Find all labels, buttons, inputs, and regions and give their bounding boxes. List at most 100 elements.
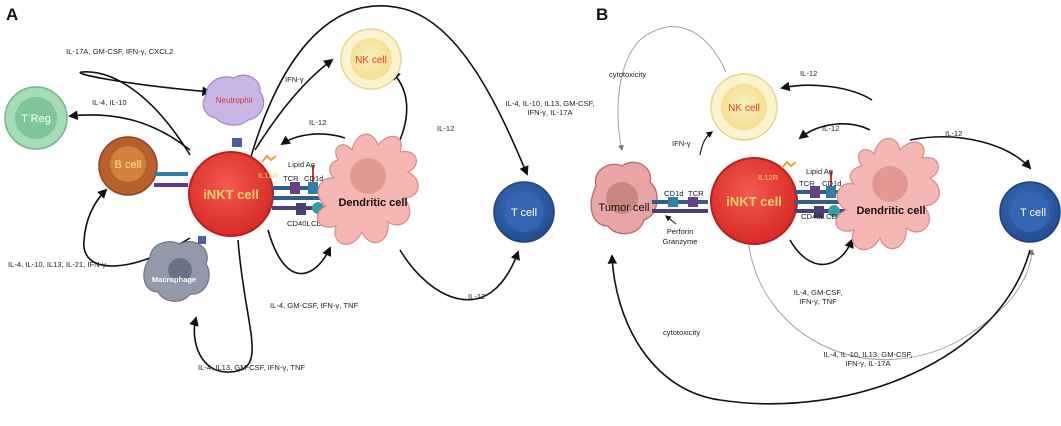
cd1d-label-a: CD1d <box>304 174 323 183</box>
cd1d-a <box>308 182 318 194</box>
nk-cell-b: NK cell <box>710 73 778 141</box>
cd40l-label-a: CD40L <box>287 219 311 228</box>
cd40-label-b: CD40 <box>826 212 845 221</box>
bcell-receptor <box>154 172 188 176</box>
tcell-il12-label-b: IL-12 <box>945 129 962 138</box>
il12r-label-a: IL12R <box>258 171 279 180</box>
tcell-label-b: T cell <box>1020 207 1046 219</box>
dc-label-b: Dendritic cell <box>856 205 925 217</box>
lipid-ag-label-a: Lipid Ag <box>288 160 315 169</box>
cytotoxicity-top-label: cytotoxicity <box>609 70 646 79</box>
bcell-label: B cell <box>115 159 142 171</box>
neutrophil-label: Neutrophil <box>216 96 253 105</box>
tcr-a <box>290 182 300 194</box>
arrow-dc-to-tcell-b <box>909 136 1032 170</box>
il12r-receptor-b <box>781 160 797 169</box>
arrow-to-neutrophil <box>79 71 212 156</box>
il12r-label-b: IL12R <box>758 173 779 182</box>
dc-tcell-il12-label: IL-12 <box>468 292 485 301</box>
tumor-cd1d-label: CD1d <box>664 189 683 198</box>
macrophage-cell: Macrophage <box>143 236 210 302</box>
arrow-dc-to-nk-b <box>780 81 873 101</box>
tcell-cytokines-label-1: IL-4, IL-10, IL13, GM-CSF, <box>505 99 594 108</box>
arrow-to-treg <box>68 110 191 151</box>
tumor-tcr <box>688 197 698 207</box>
cd1d-label-b: CD1d <box>822 179 841 188</box>
arrow-inkt-to-tcell-b <box>747 239 1035 361</box>
nk-il12-label: IL-12 <box>800 69 817 78</box>
inkt-label-a: iNKT cell <box>203 187 259 202</box>
dc-il12-label-b: IL-12 <box>822 124 839 133</box>
arrow-dc-to-inkt <box>280 133 346 146</box>
cd40l-b <box>814 206 824 218</box>
tumor-label: Tumor cell <box>599 202 650 214</box>
perforin-label: Perforin <box>667 227 694 236</box>
t-cell-b: T cell <box>999 181 1061 243</box>
treg-cell: T Reg <box>4 86 68 150</box>
tumor-tcr-label: TCR <box>688 189 704 198</box>
t-cell-a: T cell <box>493 181 555 243</box>
cd1d-b <box>826 186 836 198</box>
tcr-b <box>810 186 820 198</box>
dc-cytokines-label-b-1: IL-4, GM-CSF, <box>794 288 843 297</box>
arrow-dc-to-nk <box>390 70 408 141</box>
neutrophil-cell: Neutrophil <box>202 74 265 147</box>
granzyme-label: Granzyme <box>662 237 697 246</box>
panel-a-letter: A <box>6 5 18 24</box>
tcr-label-a: TCR <box>283 174 299 183</box>
treg-cytokines-label: IL-4, IL-10 <box>92 98 127 107</box>
arrow-inkt-to-dc-b <box>789 238 854 266</box>
tumor-cd1d <box>668 197 678 207</box>
b-cell: B cell <box>98 136 188 196</box>
tumor-cell: Tumor cell <box>590 161 658 235</box>
arrow-nk-cytotoxicity <box>617 26 727 152</box>
arrow-tcell-cytotoxicity <box>607 249 1031 405</box>
nk-label-b: NK cell <box>728 103 760 114</box>
lipid-ag-label-b: Lipid Ag <box>806 167 833 176</box>
inkt-cell-a: iNKT cell IL12R <box>188 151 279 237</box>
panel-b-letter: B <box>596 5 608 24</box>
tcell-label-a: T cell <box>511 207 537 219</box>
arrow-to-nk <box>254 58 334 151</box>
cd40-b <box>828 205 841 217</box>
arrow-to-macrophage <box>189 239 253 373</box>
nk-label-a: NK cell <box>355 55 387 66</box>
panel-b-arrows <box>607 26 1035 405</box>
tcell-cytokines-label-b-1: IL-4, IL-10, IL13, GM-CSF, <box>823 350 912 359</box>
receptor-bridge-b: Lipid Ag TCR CD1d CD40L CD40 <box>794 167 866 221</box>
arrow-ifng-b <box>699 131 714 156</box>
arrow-to-bcell <box>83 188 191 267</box>
dc-cytokines-label: IL-4, GM-CSF, IFN-γ, TNF <box>270 301 359 310</box>
panel-b: B Tumor cell CD1d TCR Perforin <box>590 5 1061 405</box>
cd40l-a <box>296 203 306 215</box>
nk-cell-a: NK cell <box>340 28 402 90</box>
cytotoxicity-bottom-label: cytotoxicity <box>663 328 700 337</box>
nk-ifng-label: IFN-γ <box>285 75 304 84</box>
treg-label: T Reg <box>21 113 51 125</box>
macrophage-label: Macrophage <box>152 275 196 284</box>
dendritic-cell-a: Dendritic cell <box>316 133 419 245</box>
tcr-label-b: TCR <box>799 179 815 188</box>
dendritic-cell-b: Dendritic cell <box>835 137 940 251</box>
tcell-cytokines-label-2: IFN-γ, IL-17A <box>527 108 573 117</box>
cd40l-label-b: CD40L <box>801 212 825 221</box>
ifng-label-b: IFN-γ <box>672 139 691 148</box>
neutrophil-cytokines-label: IL-17A, GM-CSF, IFN-γ, CXCL2 <box>66 47 173 56</box>
tcell-cytokines-label-b-2: IFN-γ, IL-17A <box>845 359 891 368</box>
dc-il12-top-label: IL-12 <box>309 118 326 127</box>
il12r-receptor-a <box>261 154 277 163</box>
inkt-label-b: iNKT cell <box>726 194 782 209</box>
dc-cytokines-label-b-2: IFN-γ, TNF <box>799 297 837 306</box>
panel-a: A T Reg B cell <box>4 5 595 373</box>
dc-label-a: Dendritic cell <box>338 197 407 209</box>
arrow-to-dc <box>267 229 332 275</box>
panel-a-arrows <box>68 5 529 373</box>
arrow-to-tcell-top <box>249 5 529 176</box>
neutrophil-receptor <box>232 138 242 147</box>
arrow-dc-to-inkt-b <box>798 123 871 140</box>
inkt-cell-b: iNKT cell IL12R <box>710 157 798 245</box>
bcell-receptor <box>154 183 188 187</box>
bcell-cytokines-label: IL-4, IL-10, IL13, IL-21, IFN-γ <box>8 260 106 269</box>
macrophage-cytokines-label: IL-4, IL13, GM-CSF, IFN-γ, TNF <box>198 363 306 372</box>
